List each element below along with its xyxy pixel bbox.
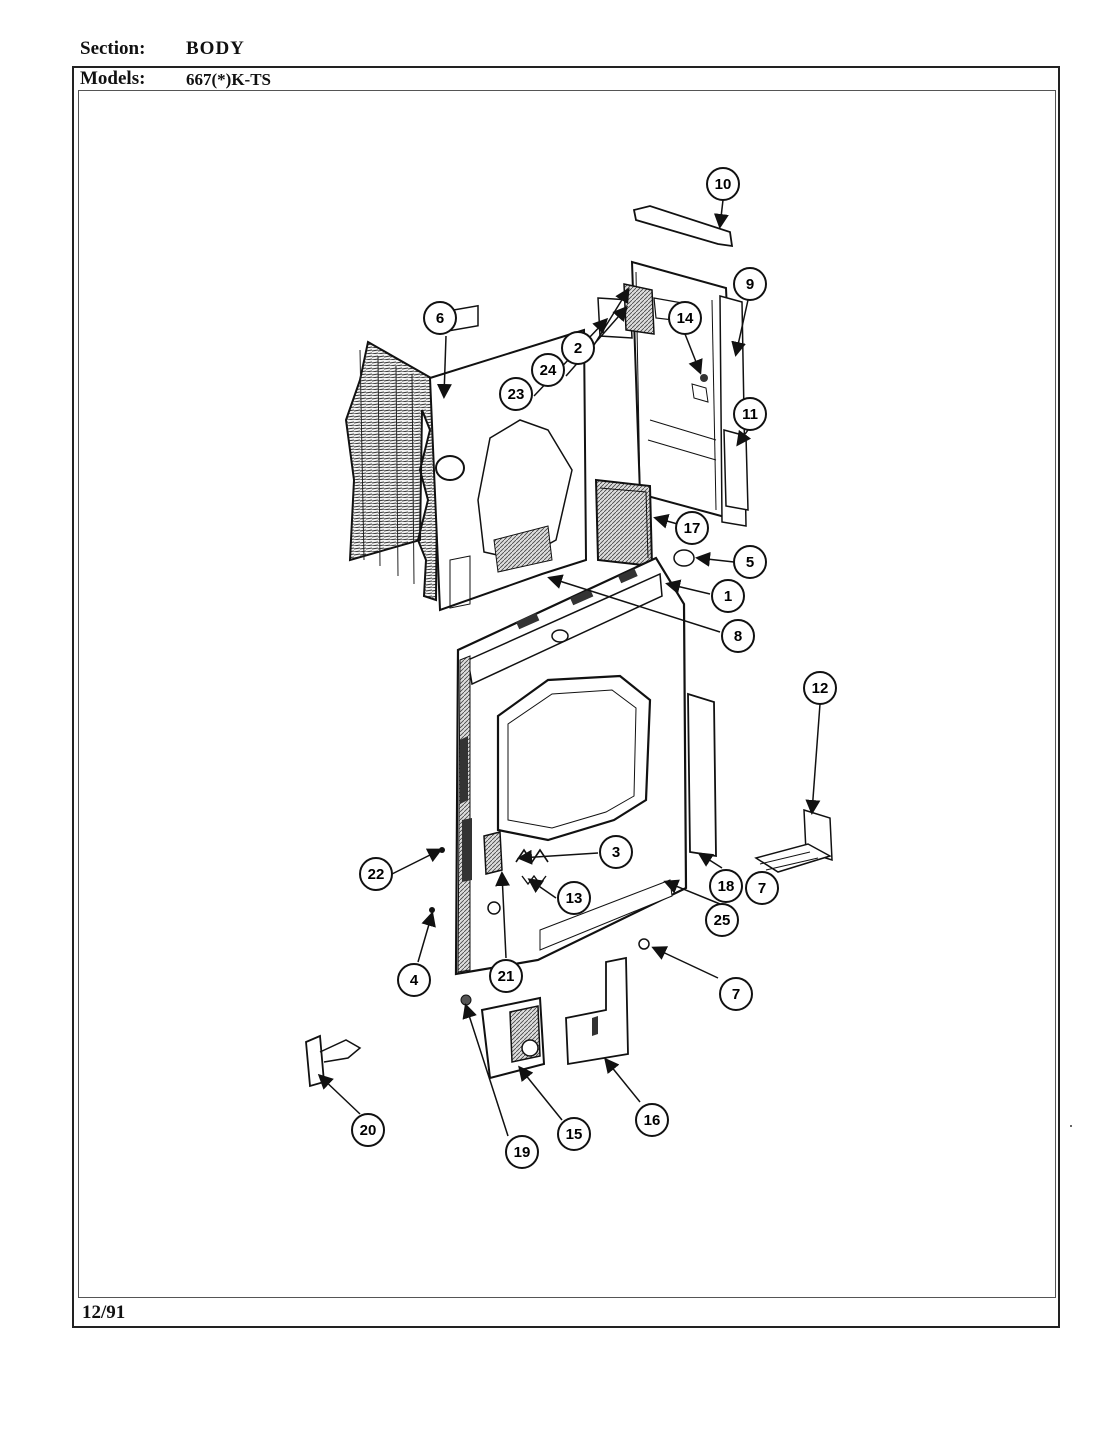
callout-11: 11 bbox=[733, 397, 767, 431]
svg-text:2: 2 bbox=[574, 340, 582, 357]
callout-24: 24 bbox=[531, 353, 565, 387]
callout-15: 15 bbox=[557, 1117, 591, 1151]
svg-text:7: 7 bbox=[732, 986, 740, 1003]
svg-text:23: 23 bbox=[508, 386, 525, 403]
svg-text:24: 24 bbox=[540, 362, 557, 379]
svg-text:4: 4 bbox=[410, 972, 419, 989]
svg-text:25: 25 bbox=[714, 912, 731, 929]
motor-cover bbox=[565, 956, 629, 1066]
svg-text:13: 13 bbox=[566, 890, 583, 907]
stray-mark bbox=[1070, 1125, 1072, 1127]
callout-6: 6 bbox=[423, 301, 457, 335]
door-hinge bbox=[305, 1034, 362, 1088]
svg-text:9: 9 bbox=[746, 276, 754, 293]
callout-8: 8 bbox=[721, 619, 755, 653]
callout-1: 1 bbox=[711, 579, 745, 613]
top-cap bbox=[632, 205, 734, 248]
svg-text:15: 15 bbox=[566, 1126, 583, 1143]
callout-13: 13 bbox=[557, 881, 591, 915]
callout-10: 10 bbox=[706, 167, 740, 201]
callout-7-upper: 7 bbox=[745, 871, 779, 905]
callout-16: 16 bbox=[635, 1103, 669, 1137]
section-label: Section: bbox=[80, 38, 146, 59]
svg-text:20: 20 bbox=[360, 1122, 377, 1139]
models-label: Models: bbox=[80, 68, 146, 89]
screw-7 bbox=[638, 938, 650, 950]
svg-text:7: 7 bbox=[758, 880, 766, 897]
svg-text:19: 19 bbox=[514, 1144, 531, 1161]
front-panel bbox=[454, 556, 688, 976]
section-value: BODY bbox=[186, 38, 245, 59]
callout-20: 20 bbox=[351, 1113, 385, 1147]
svg-text:18: 18 bbox=[718, 878, 735, 895]
knob-part bbox=[673, 549, 695, 567]
callout-14: 14 bbox=[668, 301, 702, 335]
page-frame bbox=[72, 66, 1060, 1328]
callout-23: 23 bbox=[499, 377, 533, 411]
models-value: 667(*)K-TS bbox=[186, 70, 271, 89]
callout-22: 22 bbox=[359, 857, 393, 891]
callout-18: 18 bbox=[709, 869, 743, 903]
svg-text:5: 5 bbox=[746, 554, 754, 571]
svg-text:12: 12 bbox=[812, 680, 829, 697]
svg-text:14: 14 bbox=[677, 310, 694, 327]
svg-text:6: 6 bbox=[436, 310, 444, 327]
floor-bracket bbox=[754, 808, 833, 873]
side-bracket bbox=[723, 429, 749, 511]
diagram-frame bbox=[78, 90, 1056, 1298]
callout-9: 9 bbox=[733, 267, 767, 301]
callout-19: 19 bbox=[505, 1135, 539, 1169]
callout-7-lower: 7 bbox=[719, 977, 753, 1011]
callout-25: 25 bbox=[705, 903, 739, 937]
callout-5: 5 bbox=[733, 545, 767, 579]
screw-4 bbox=[429, 907, 435, 913]
svg-text:17: 17 bbox=[684, 520, 701, 537]
callout-21: 21 bbox=[489, 959, 523, 993]
callout-2: 2 bbox=[561, 331, 595, 365]
revision-date: 12/91 bbox=[82, 1302, 126, 1323]
callout-3: 3 bbox=[599, 835, 633, 869]
svg-text:10: 10 bbox=[715, 176, 732, 193]
svg-text:22: 22 bbox=[368, 866, 385, 883]
svg-text:16: 16 bbox=[644, 1112, 661, 1129]
callout-17: 17 bbox=[675, 511, 709, 545]
motor-assembly bbox=[460, 994, 546, 1080]
filter-housing bbox=[594, 478, 654, 568]
svg-text:1: 1 bbox=[724, 588, 732, 605]
callout-12: 12 bbox=[803, 671, 837, 705]
svg-text:21: 21 bbox=[498, 968, 515, 985]
side-rail bbox=[687, 692, 717, 858]
svg-text:8: 8 bbox=[734, 628, 742, 645]
insulation-blanket bbox=[344, 340, 440, 602]
svg-text:3: 3 bbox=[612, 844, 620, 861]
svg-text:11: 11 bbox=[742, 406, 758, 423]
callout-4: 4 bbox=[397, 963, 431, 997]
